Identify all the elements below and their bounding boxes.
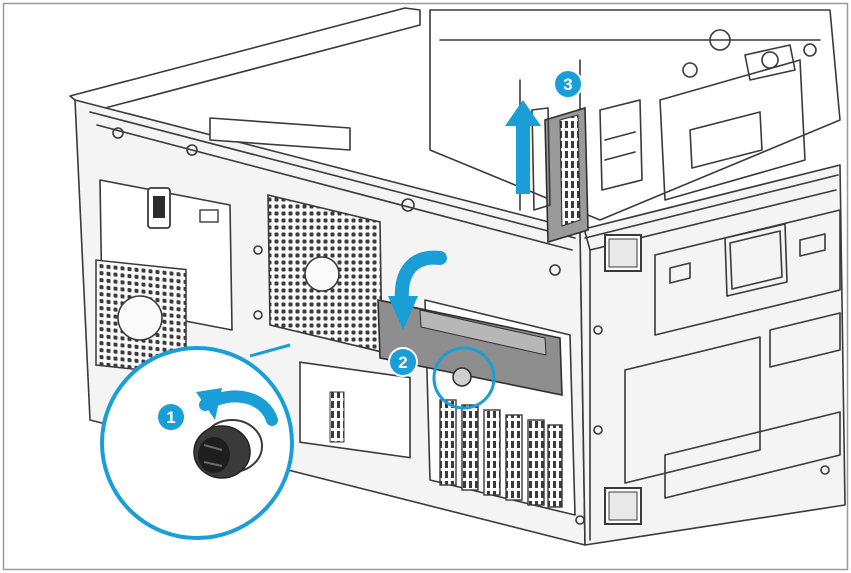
step-1-callout: 1 bbox=[156, 402, 186, 432]
psu-top bbox=[209, 117, 351, 151]
top-rear-rail bbox=[69, 7, 421, 113]
step-1-label: 1 bbox=[166, 408, 175, 427]
step-2-callout: 2 bbox=[388, 347, 418, 377]
expansion-slot-covers bbox=[439, 399, 563, 508]
io-ports bbox=[329, 391, 345, 443]
lift-arrow bbox=[505, 100, 541, 194]
side-panel bbox=[579, 164, 846, 546]
screw-highlight-ring bbox=[432, 346, 496, 410]
io-panel bbox=[299, 361, 411, 459]
rotate-arrow bbox=[388, 250, 447, 330]
step-3-label: 3 bbox=[563, 75, 572, 94]
step-2-label: 2 bbox=[398, 353, 407, 372]
step-3-callout: 3 bbox=[553, 69, 583, 99]
thumbscrew-zoom-inset bbox=[100, 346, 294, 540]
retainer-screw[interactable] bbox=[452, 367, 472, 387]
inset-connector bbox=[249, 343, 291, 358]
